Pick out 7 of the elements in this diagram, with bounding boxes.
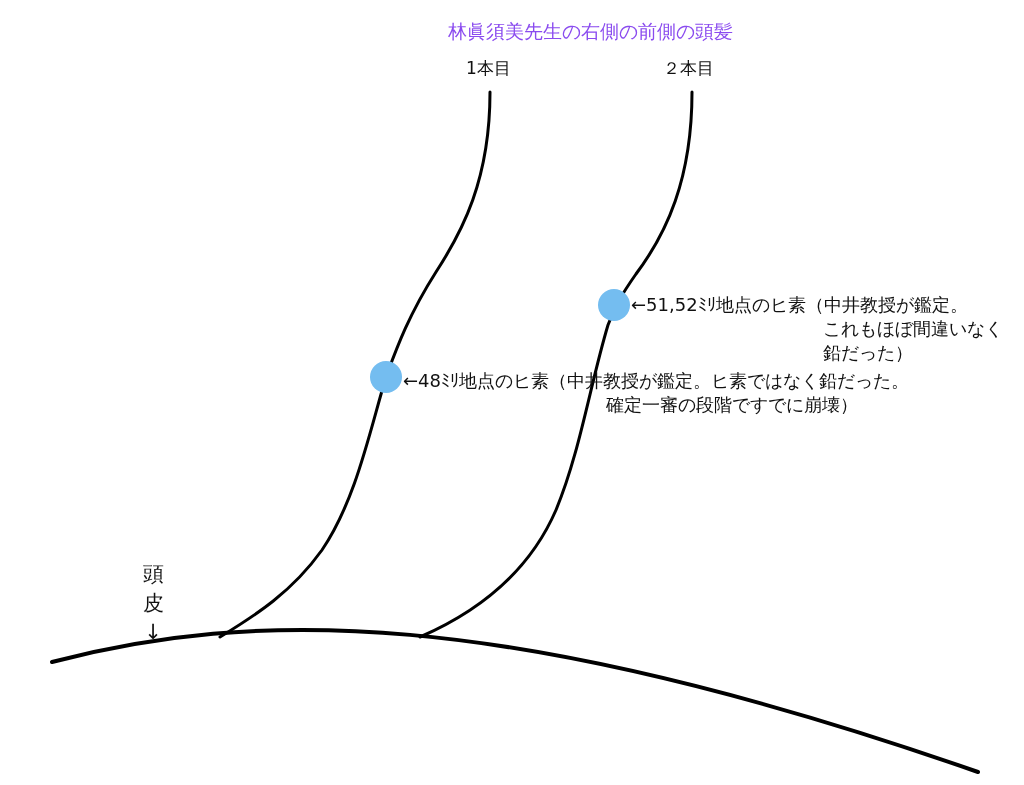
annotation-text: ←51,52ﾐﾘ地点のヒ素（中井教授が鑑定。これもほぼ間違いなく鉛だった） xyxy=(631,293,1003,365)
strand-label: 1本目 xyxy=(466,57,511,79)
scalp-label: 頭皮↓ xyxy=(142,561,164,646)
diagram-title: 林眞須美先生の右側の前側の頭髪 xyxy=(448,20,733,44)
point-marker-icon xyxy=(370,361,402,393)
strand-label: ２本目 xyxy=(663,57,714,79)
point-marker-icon xyxy=(598,289,630,321)
